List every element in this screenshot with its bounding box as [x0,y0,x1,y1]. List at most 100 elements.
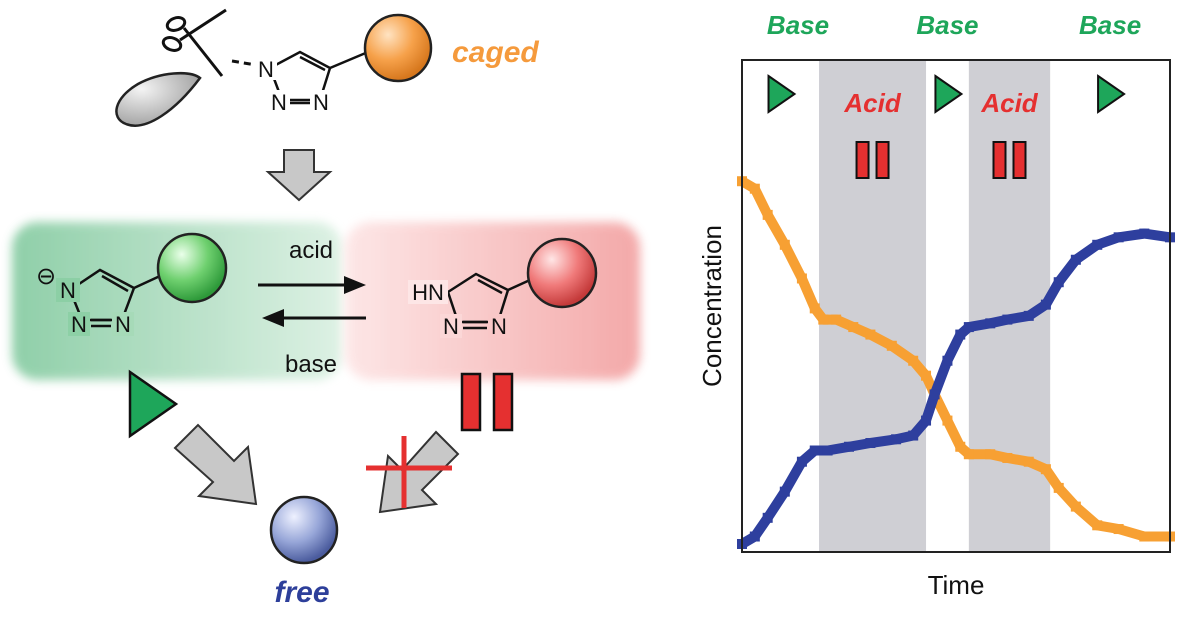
neutral-triazole: HN N N [408,237,598,339]
data-point [822,445,833,456]
data-point [955,441,966,452]
data-point [1002,452,1013,463]
phase-label-acid: Acid [980,88,1038,118]
data-point [796,456,807,467]
data-point [818,314,829,325]
release-arrow [173,423,258,506]
triazole-N2: N [271,90,287,115]
base-arrow-label: base [285,351,337,378]
data-point [1113,232,1124,243]
data-point [1040,464,1051,475]
data-point [1053,482,1064,493]
data-point [1092,239,1103,250]
data-point [831,314,842,325]
play-icon [934,74,964,114]
green-cargo-sphere [156,232,228,304]
caged-series-line [737,176,1175,542]
caged-label: caged [452,36,539,69]
data-point [942,415,953,426]
neutral-N3: N [491,314,507,339]
data-point [921,370,932,381]
data-point [865,329,876,340]
caged-molecule: N N N caged [115,8,539,127]
plot-frame [741,59,1171,553]
data-point [886,340,897,351]
pause-icon [855,141,890,179]
blocked-release-arrow [366,430,460,514]
data-point [942,355,953,366]
data-point [1040,299,1051,310]
data-point [1139,531,1150,542]
equilibrium-arrows: acid base [258,237,366,378]
data-point [908,430,919,441]
blocked-pause-icon [460,372,514,432]
data-point [749,531,760,542]
anion-charge: ⊖ [36,263,56,290]
cage-group [115,72,202,127]
series-lines [737,176,1175,549]
data-point [1070,254,1081,265]
data-point [762,209,773,220]
data-point [749,183,760,194]
data-point [848,322,859,333]
data-point [796,273,807,284]
play-icon [1097,74,1126,114]
data-point [955,329,966,340]
pause-icon [992,141,1027,179]
data-point [1023,456,1034,467]
triazole-N1: N [258,57,274,82]
data-point [865,438,876,449]
data-point [963,449,974,460]
free-cargo-sphere [269,495,339,565]
triazole-N3: N [313,90,329,115]
data-point [921,415,932,426]
phase-bands [819,60,1051,552]
x-axis-label: Time [928,570,985,600]
anion-panel [12,222,342,380]
free-label: free [274,576,329,609]
data-point [809,303,820,314]
data-point [929,389,940,400]
data-point [985,449,996,460]
anion-N3: N [115,312,131,337]
acid-arrow-label: acid [289,237,333,264]
play-icon [767,74,797,114]
anion-N1: N [60,278,76,303]
phase-label-base: Base [916,10,978,40]
data-point [844,441,854,452]
phase-label-base: Base [1079,10,1141,40]
data-point [1053,277,1064,288]
release-play-icon [128,369,179,439]
data-point [963,322,974,333]
acid-phase-band [819,60,927,552]
anion-N2: N [71,312,87,337]
data-point [985,318,996,329]
y-axis-label: Concentration [697,225,727,387]
data-point [1139,228,1150,239]
neutral-N2: N [443,314,459,339]
reaction-scheme: N N N caged ⊖ N N N [12,8,640,609]
data-point [908,355,919,366]
anionic-triazole: ⊖ N N N [36,232,228,337]
data-point [762,512,773,523]
data-point [1070,501,1081,512]
data-point [891,434,902,445]
data-point [779,486,790,497]
data-point [1002,314,1013,325]
data-point [809,445,820,456]
uncaging-arrow [265,149,333,202]
neutral-panel [345,222,640,380]
phase-label-acid: Acid [843,88,901,118]
data-point [1023,310,1034,321]
data-point [1113,524,1124,535]
phase-icons [767,74,1126,179]
phase-label-base: Base [767,10,829,40]
scissors-icon [161,8,227,77]
caged-cargo-sphere [363,13,433,83]
red-cargo-sphere [526,237,598,309]
data-point [779,239,790,250]
